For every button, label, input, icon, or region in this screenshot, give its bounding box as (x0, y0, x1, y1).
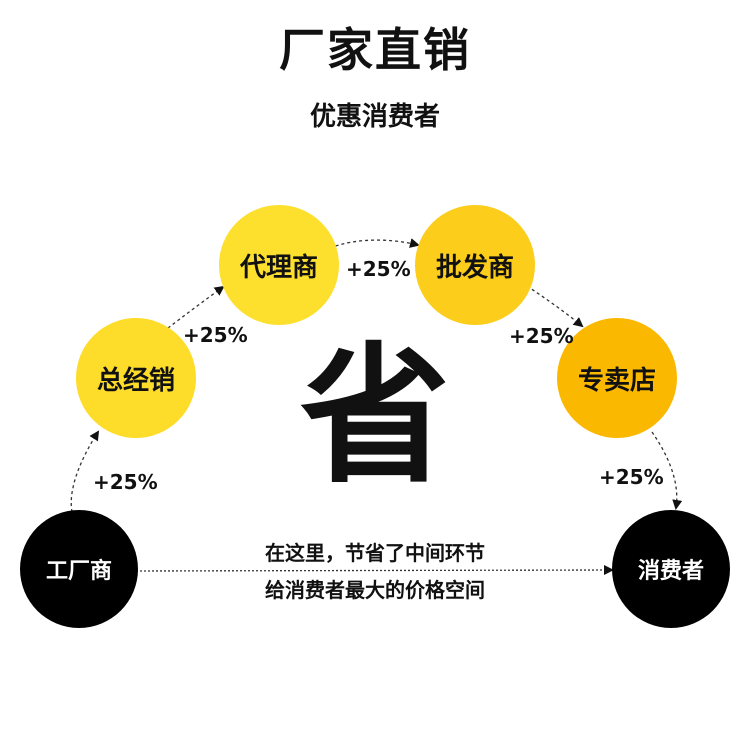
page-title: 厂家直销 (279, 23, 471, 77)
node-agent: 代理商 (219, 205, 339, 325)
markup-distributor-agent: +25% (183, 323, 248, 347)
savings-note-line1: 在这里，节省了中间环节 (265, 541, 485, 565)
arrow-store-to-consumer (651, 431, 683, 510)
node-store: 专卖店 (557, 318, 677, 438)
arrow-distributor-to-agent (167, 285, 225, 329)
node-distributor: 总经销 (76, 318, 196, 438)
markup-factory-distributor: +25% (93, 470, 158, 494)
node-factory: 工厂商 (20, 510, 138, 628)
arrow-wholesaler-to-store (526, 285, 584, 328)
arrow-agent-to-wholesaler (329, 238, 420, 249)
markup-wholesaler-store: +25% (509, 324, 574, 348)
markup-store-consumer: +25% (599, 465, 664, 489)
node-consumer: 消费者 (612, 510, 730, 628)
arrow-factory-to-consumer (135, 565, 614, 576)
node-wholesaler: 批发商 (415, 205, 535, 325)
save-character: 省 (300, 330, 451, 504)
markup-agent-wholesaler: +25% (346, 257, 411, 281)
savings-note-line2: 给消费者最大的价格空间 (265, 578, 485, 602)
page-subtitle: 优惠消费者 (309, 102, 440, 132)
arrow-factory-to-distributor (70, 430, 100, 513)
